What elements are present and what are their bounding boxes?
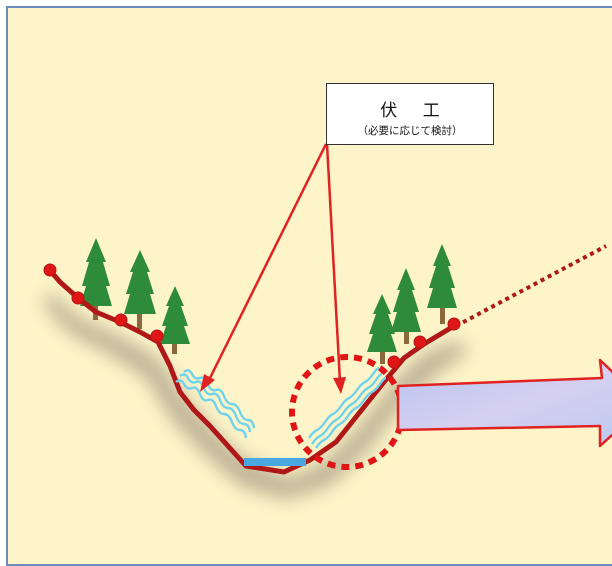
- ground-node: [43, 263, 57, 277]
- ground-node: [114, 313, 128, 327]
- ground-nodes: [43, 263, 461, 369]
- tree-icon: [427, 244, 457, 324]
- ground-node: [447, 317, 461, 331]
- detail-arrow-icon: [396, 358, 612, 448]
- callout-box: 伏 工 （必要に応じて検討）: [326, 83, 494, 145]
- arrow-head-icon: [333, 377, 346, 394]
- tree-icon: [160, 286, 190, 354]
- arrow-head-icon: [200, 374, 215, 392]
- ground-node: [413, 335, 427, 349]
- ground-shadow: [44, 290, 470, 500]
- trees-right: [367, 244, 457, 364]
- fuko-left: [175, 369, 256, 439]
- ground-node: [150, 329, 164, 343]
- tree-icon: [391, 268, 421, 344]
- ground-line: [45, 265, 457, 475]
- callout-title: 伏 工: [380, 101, 450, 121]
- fuko-right: [308, 366, 387, 449]
- pointer-arrows: [200, 143, 346, 394]
- stream-water: [244, 458, 306, 466]
- trees-left: [80, 238, 190, 354]
- ground-node: [71, 291, 85, 305]
- pointer-arrow-left: [206, 143, 328, 383]
- callout-subtitle: （必要に応じて検討）: [357, 125, 463, 137]
- tree-icon: [80, 238, 112, 320]
- ground-node: [387, 355, 401, 369]
- pointer-arrow-right: [325, 143, 342, 383]
- tree-icon: [124, 250, 156, 329]
- tree-icon: [367, 294, 397, 364]
- ground-line-extension: [455, 244, 607, 328]
